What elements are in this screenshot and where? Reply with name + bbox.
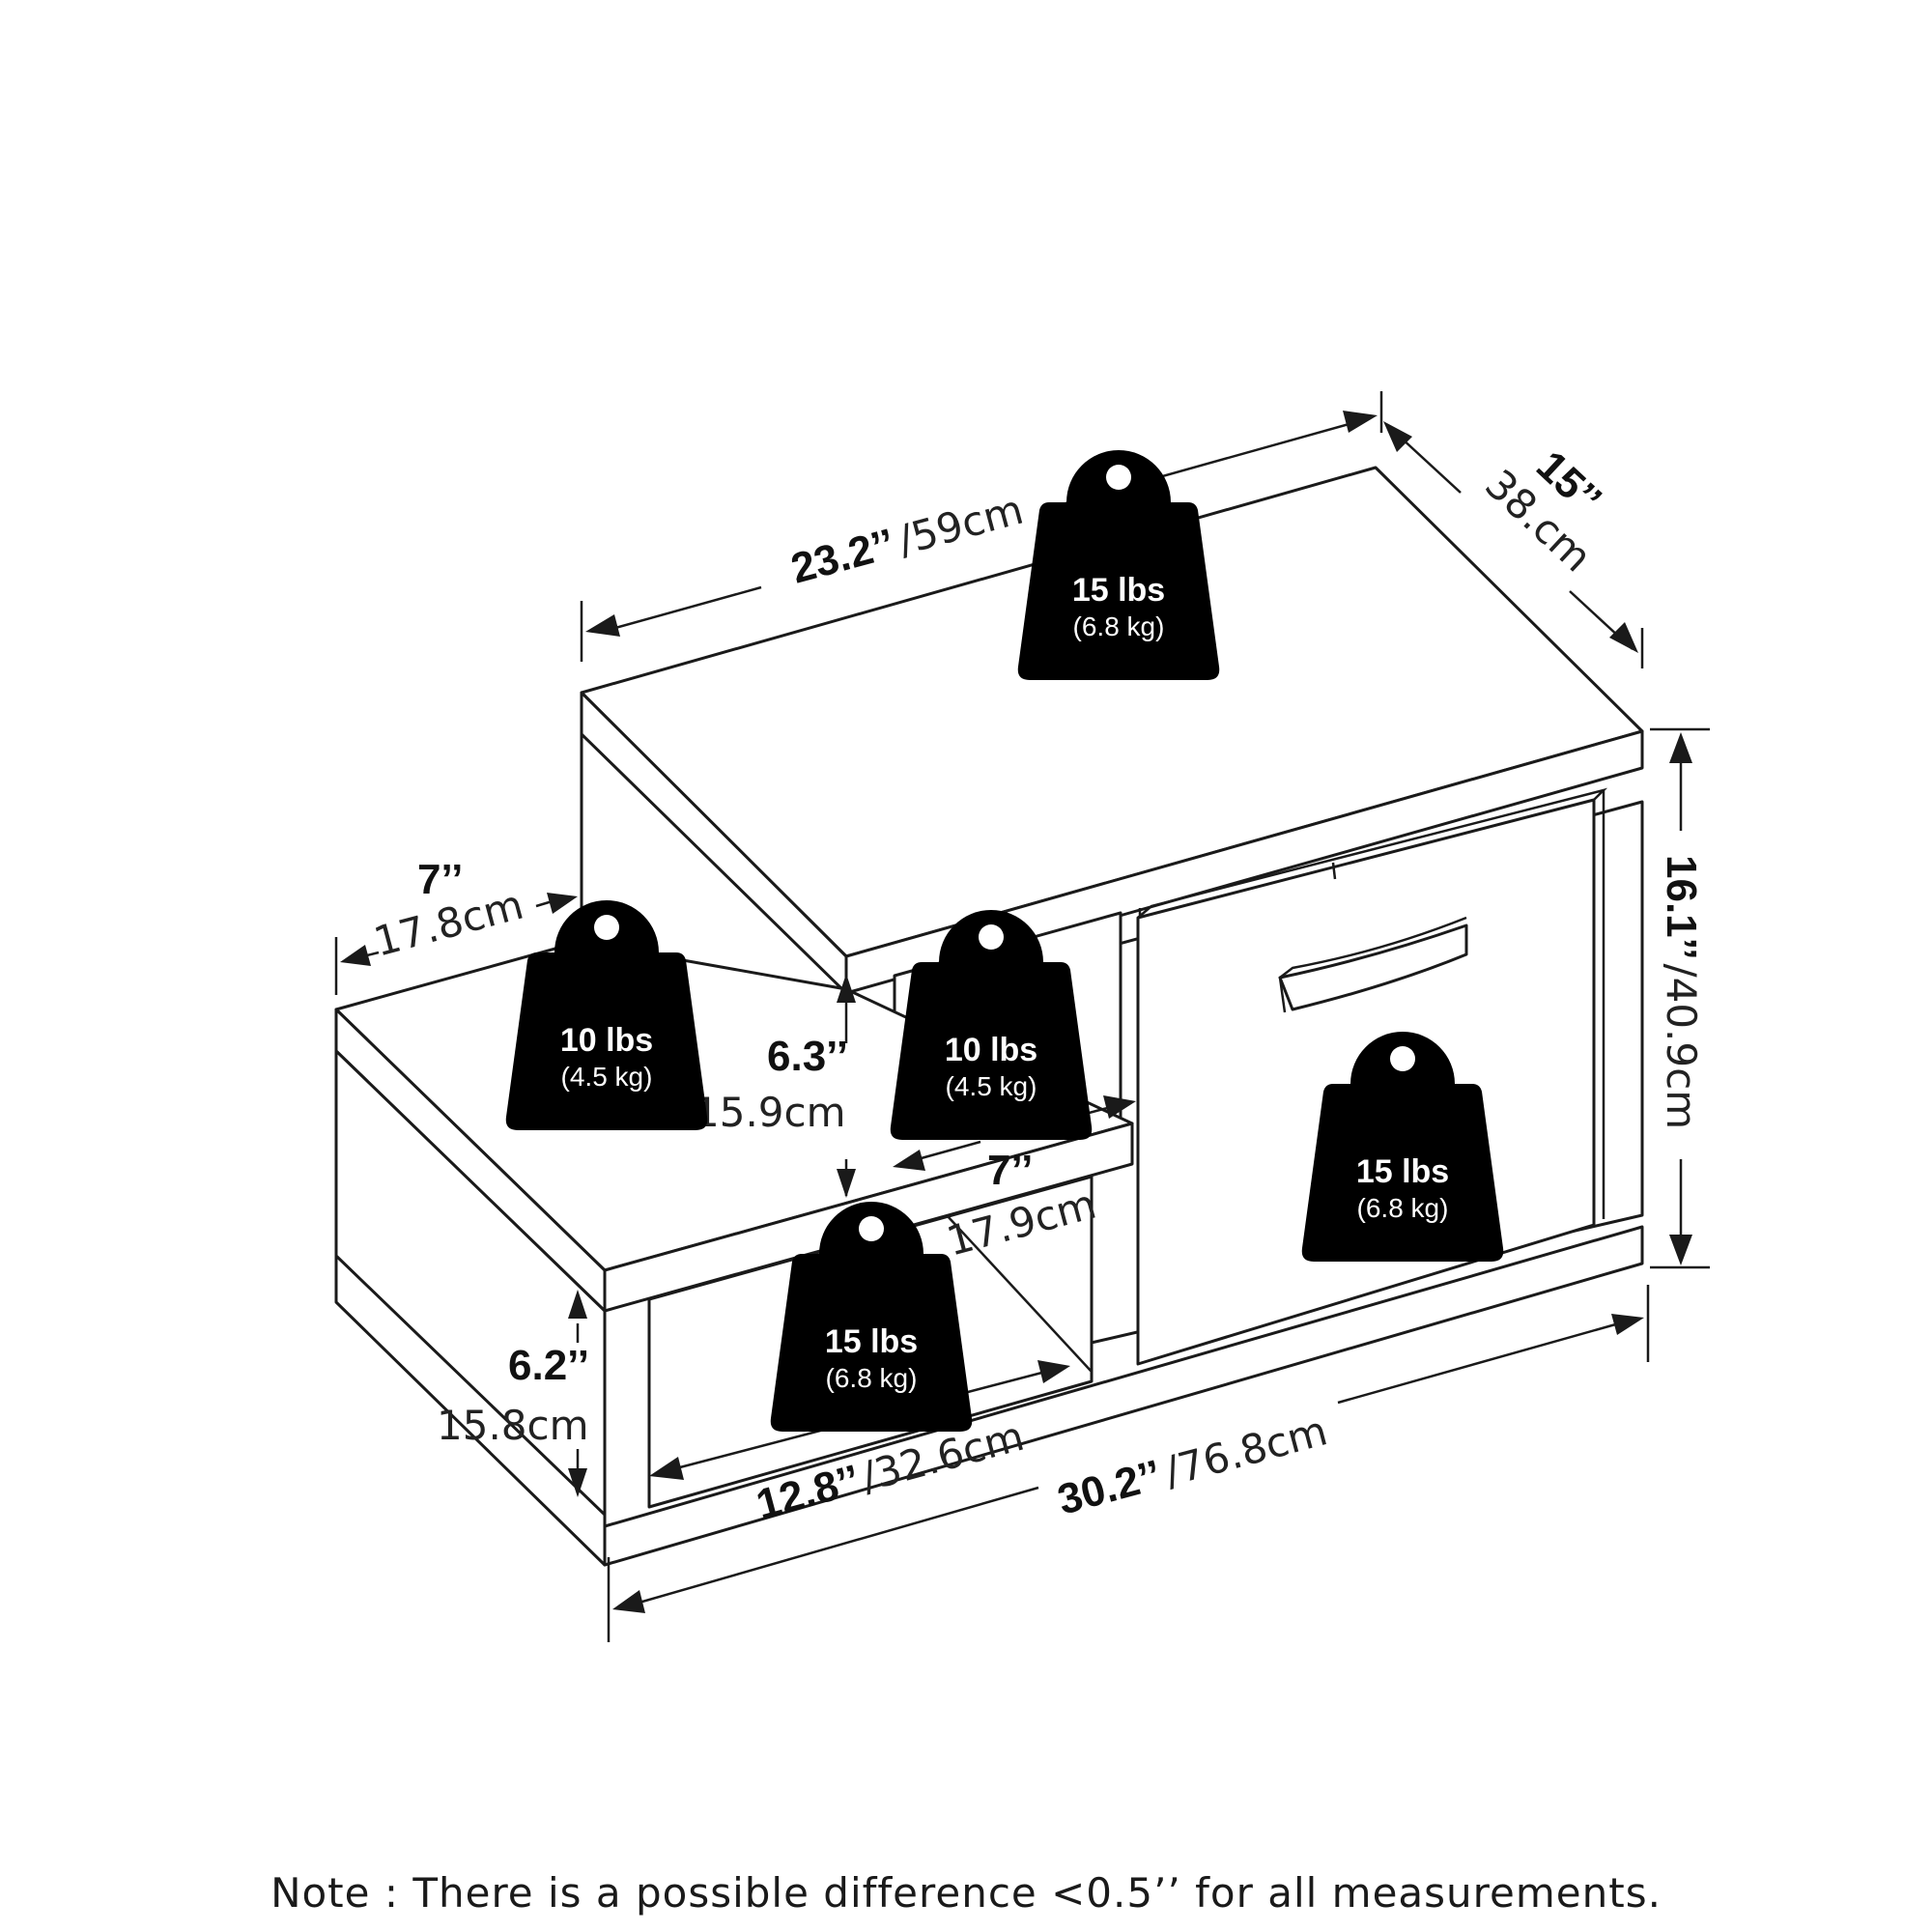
upper-height-imperial-label: 6.3’’ xyxy=(767,1033,848,1080)
weight-kg: (6.8 kg) xyxy=(1357,1193,1449,1223)
weight-kg: (4.5 kg) xyxy=(561,1062,653,1092)
weight-icon: 15 lbs (6.8 kg) xyxy=(1017,450,1220,680)
lower-height-imperial-label: 6.2’’ xyxy=(508,1342,589,1389)
weight-kg: (6.8 kg) xyxy=(1073,611,1165,641)
drawer-handle xyxy=(1278,923,1468,1011)
total-width-label: 30.2’’/76.8cm xyxy=(1053,1406,1332,1523)
weight-lbs: 15 lbs xyxy=(1072,572,1165,609)
cubby-width-imperial-label: 7’’ xyxy=(987,1147,1033,1194)
upper-height-metric-label: 15.9cm xyxy=(694,1089,846,1136)
weight-kg: (4.5 kg) xyxy=(946,1071,1037,1101)
weight-icon: 10 lbs (4.5 kg) xyxy=(890,910,1093,1140)
weight-icon: 10 lbs (4.5 kg) xyxy=(505,900,708,1130)
weight-icon: 15 lbs (6.8 kg) xyxy=(1301,1032,1504,1262)
step-depth-imperial-label: 7’’ xyxy=(417,856,463,903)
base-plinth-side xyxy=(334,1254,607,1567)
total-height-label: 16.1’’/40.9cm xyxy=(1658,855,1705,1129)
dimension-lines xyxy=(334,391,1710,1642)
weight-icon: 15 lbs (6.8 kg) xyxy=(770,1202,973,1432)
weight-lbs: 15 lbs xyxy=(1356,1153,1449,1190)
measurement-note: Note : There is a possible difference <0… xyxy=(270,1869,1662,1917)
weight-lbs: 15 lbs xyxy=(825,1323,918,1360)
weight-kg: (6.8 kg) xyxy=(826,1363,918,1393)
weight-lbs: 10 lbs xyxy=(945,1032,1037,1068)
lower-height-metric-label: 15.8cm xyxy=(437,1402,589,1449)
weight-lbs: 10 lbs xyxy=(560,1022,653,1059)
